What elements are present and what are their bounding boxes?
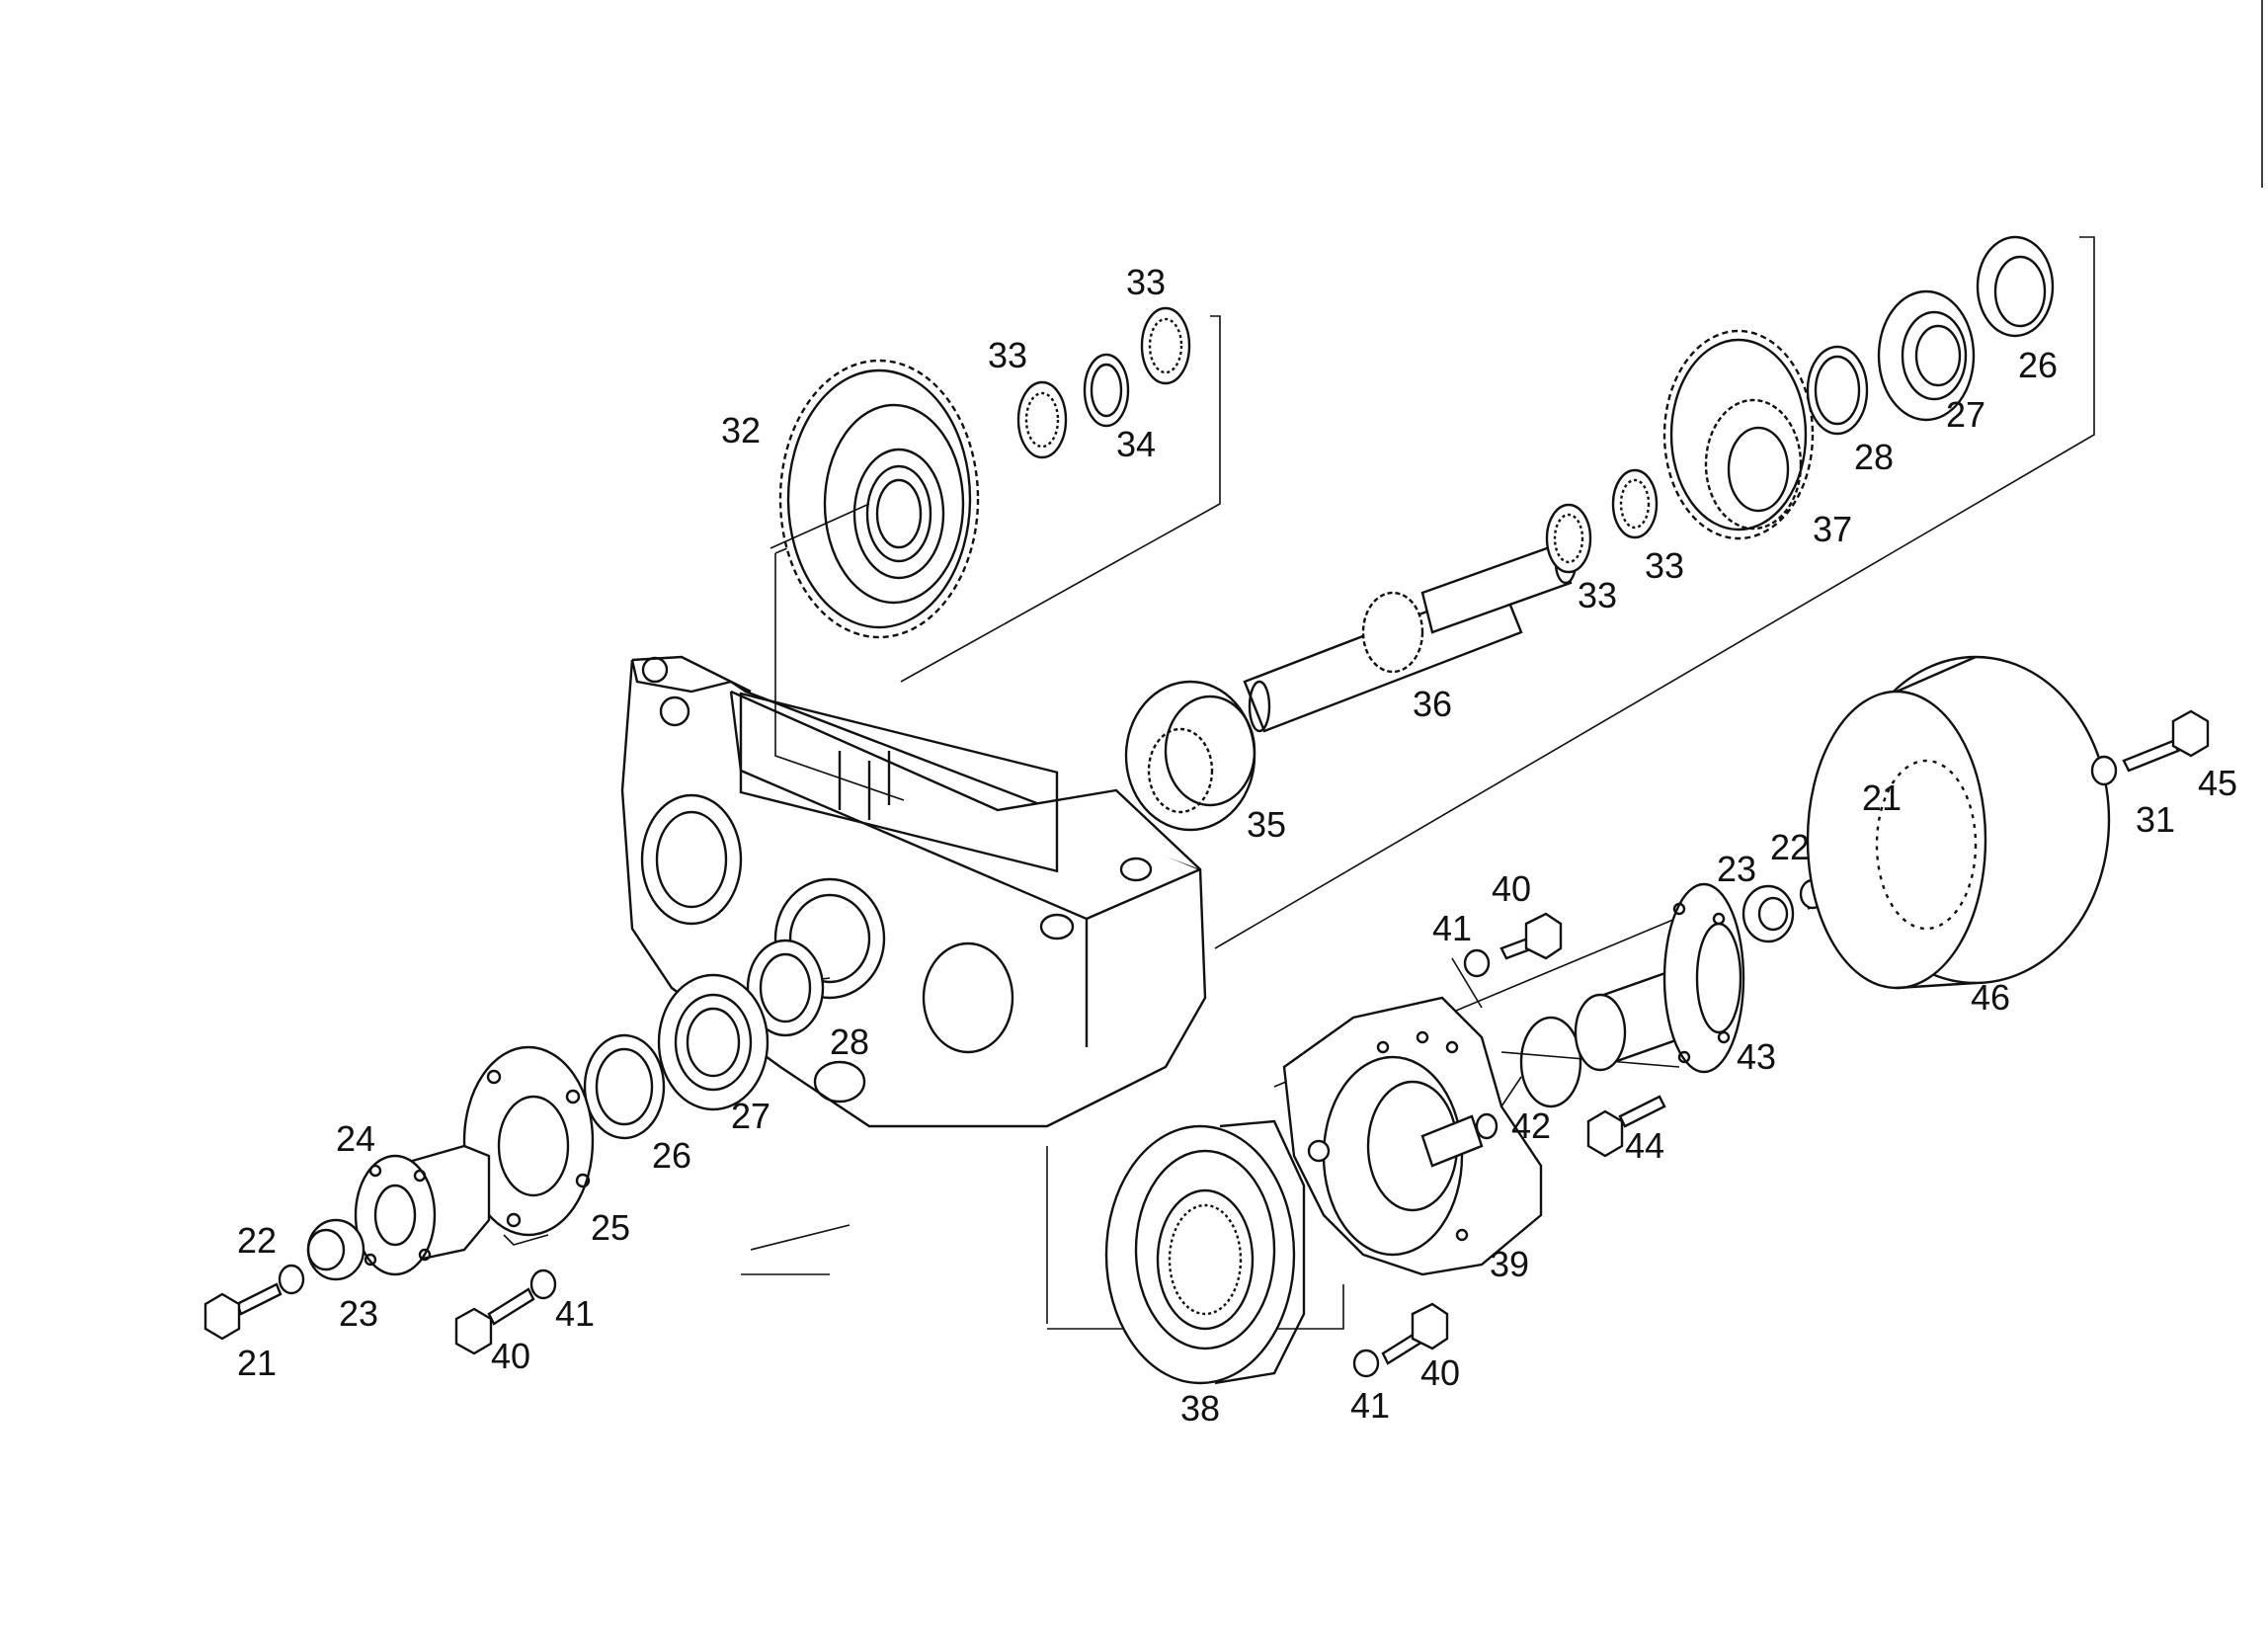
label-41-bottom: 41 bbox=[1350, 1385, 1390, 1426]
bolt-44 bbox=[1586, 1095, 1666, 1158]
seal-26-upper bbox=[1976, 235, 2055, 338]
cover-plate-25 bbox=[462, 1045, 595, 1237]
sleeve-35 bbox=[1124, 680, 1256, 832]
label-21-left: 21 bbox=[237, 1343, 277, 1383]
label-45: 45 bbox=[2198, 763, 2237, 803]
brake-assembly-39 bbox=[1282, 996, 1543, 1276]
washer-41-left bbox=[529, 1268, 557, 1300]
hub-43 bbox=[1574, 882, 1745, 1074]
needle-bearing-33-lower-left bbox=[1545, 503, 1592, 574]
needle-bearing-33-lower-right bbox=[1611, 468, 1659, 539]
ring-28-upper bbox=[1806, 345, 1869, 436]
bolt-40-mid bbox=[1499, 912, 1563, 960]
gear-32 bbox=[770, 359, 980, 639]
bolt-21-left bbox=[203, 1282, 283, 1341]
shaft-36 bbox=[1243, 541, 1578, 733]
washer-23-left bbox=[306, 1218, 365, 1281]
label-46: 46 bbox=[1971, 977, 2010, 1018]
label-38: 38 bbox=[1180, 1388, 1220, 1429]
label-33-lower-right: 33 bbox=[1645, 545, 1684, 586]
label-27-lower: 27 bbox=[731, 1096, 770, 1136]
label-37: 37 bbox=[1813, 509, 1852, 549]
label-23-left: 23 bbox=[339, 1293, 378, 1334]
label-25: 25 bbox=[591, 1207, 630, 1248]
washer-22-left bbox=[278, 1264, 305, 1295]
seal-26-lower bbox=[583, 1033, 666, 1140]
label-41-left: 41 bbox=[555, 1293, 595, 1334]
needle-bearing-33-right bbox=[1140, 306, 1191, 385]
label-28-lower: 28 bbox=[830, 1022, 869, 1062]
part-labels: 21 22 23 24 25 26 27 28 40 41 32 33 33 3… bbox=[237, 262, 2237, 1429]
label-22-left: 22 bbox=[237, 1220, 277, 1261]
bearing-27-lower bbox=[657, 973, 770, 1111]
label-24: 24 bbox=[336, 1118, 375, 1159]
gear-37 bbox=[1662, 329, 1815, 540]
brake-housing-38 bbox=[1104, 1119, 1306, 1385]
label-26-lower: 26 bbox=[652, 1135, 691, 1176]
label-40-bottom: 40 bbox=[1420, 1352, 1460, 1393]
label-27-upper: 27 bbox=[1946, 394, 1985, 435]
label-41-mid: 41 bbox=[1432, 908, 1472, 948]
label-35: 35 bbox=[1247, 804, 1286, 845]
label-39: 39 bbox=[1490, 1244, 1529, 1284]
spacer-34 bbox=[1083, 353, 1130, 428]
label-21-right: 21 bbox=[1862, 777, 1902, 818]
label-43: 43 bbox=[1737, 1036, 1776, 1077]
washer-41-bottom bbox=[1352, 1349, 1380, 1378]
label-22-right: 22 bbox=[1770, 827, 1810, 867]
label-34: 34 bbox=[1116, 424, 1156, 464]
brake-drum-46 bbox=[1806, 655, 2111, 990]
seal-28-lower bbox=[746, 939, 825, 1037]
label-32: 32 bbox=[721, 410, 761, 450]
label-31: 31 bbox=[2136, 799, 2175, 840]
bearing-27-upper bbox=[1877, 289, 1976, 422]
label-40-mid: 40 bbox=[1492, 868, 1531, 909]
bolt-40-bottom bbox=[1381, 1302, 1449, 1365]
label-40-left: 40 bbox=[491, 1336, 530, 1376]
needle-bearing-33-left bbox=[1016, 380, 1068, 459]
label-33-upper-right: 33 bbox=[1126, 262, 1166, 302]
flange-24 bbox=[354, 1144, 491, 1276]
label-44: 44 bbox=[1625, 1125, 1664, 1166]
snap-ring-42 bbox=[1519, 1016, 1582, 1108]
label-36: 36 bbox=[1413, 684, 1452, 724]
label-33-upper-left: 33 bbox=[988, 335, 1027, 375]
washer-23-right bbox=[1742, 884, 1795, 943]
label-33-lower-left: 33 bbox=[1578, 575, 1617, 615]
label-28-upper: 28 bbox=[1854, 437, 1894, 477]
label-42: 42 bbox=[1511, 1105, 1551, 1146]
washer-41-mid bbox=[1463, 948, 1491, 978]
label-23-right: 23 bbox=[1717, 849, 1756, 889]
bolt-45 bbox=[2122, 709, 2210, 773]
bolt-40-left bbox=[454, 1287, 535, 1355]
label-26-upper: 26 bbox=[2018, 345, 2058, 385]
washer-31 bbox=[2090, 755, 2118, 786]
